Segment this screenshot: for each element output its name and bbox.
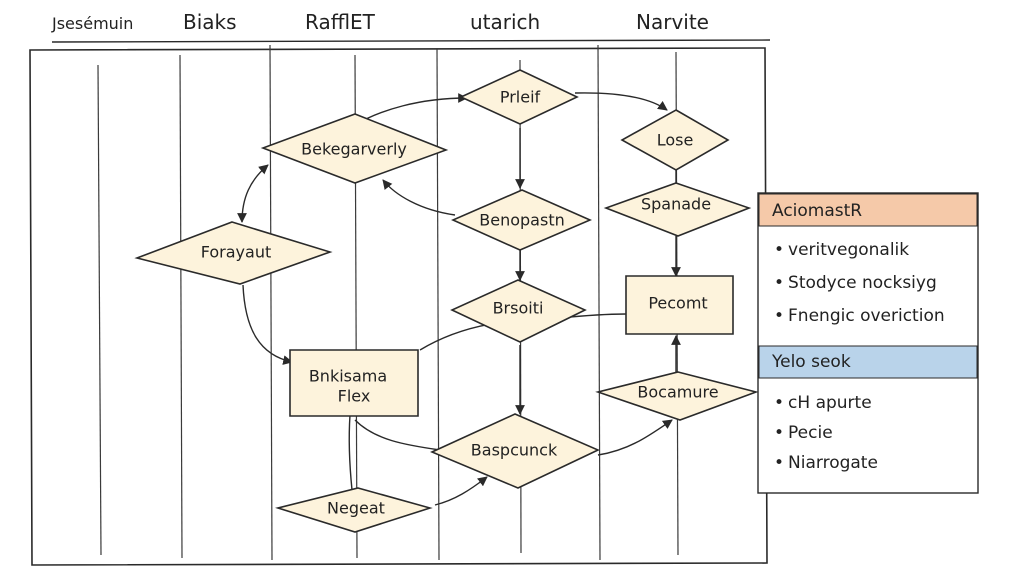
node-spanade-shape[interactable]: [603, 182, 752, 237]
header-line: [51, 39, 771, 43]
node-bekegarverly-shape[interactable]: [260, 113, 449, 184]
node-negeat-label: Negeat: [327, 498, 385, 518]
node-pecomt-shape[interactable]: [625, 275, 734, 335]
node-baspcunck-shape[interactable]: [430, 413, 600, 489]
node-shapes: [134, 69, 759, 533]
diagram-frame: [29, 47, 768, 566]
node-bekisama-label-2: Flex: [337, 386, 371, 406]
node-lose-label: Lose: [656, 130, 694, 150]
node-baspcunck-label: Baspcunck: [470, 440, 558, 460]
node-pecomt-label: Pecomt: [648, 293, 708, 313]
legend-item: •cH apurte: [774, 393, 872, 413]
node-forayaut-shape[interactable]: [134, 221, 333, 285]
node-preif-label: Prleif: [499, 87, 541, 107]
legend-item: •Fnengic overiction: [774, 306, 945, 326]
node-bocamure-shape[interactable]: [595, 371, 759, 421]
lane-dividers: [97, 44, 679, 561]
node-bekisama-label-1: Bnkisama: [308, 366, 388, 386]
node-brsoiti-shape[interactable]: [450, 279, 587, 343]
node-lose-shape[interactable]: [620, 109, 730, 171]
lane-label-4: utarich: [470, 10, 541, 34]
node-benopastn-label: Benopastn: [479, 210, 565, 230]
node-spanade-label: Spanade: [640, 194, 712, 214]
legend-section1-title: AciomastR: [772, 201, 863, 221]
legend-section2-title: Yelo seok: [772, 352, 851, 372]
node-preif-shape[interactable]: [459, 69, 579, 125]
lane-label-5: Narvite: [636, 10, 709, 34]
legend-section2-header: [758, 345, 978, 379]
node-brsoiti-label: Brsoiti: [492, 298, 544, 318]
node-benopastn-shape[interactable]: [451, 189, 593, 251]
node-forayaut-label: Forayaut: [200, 242, 272, 262]
legend-item: •veritvegonalik: [774, 240, 910, 260]
node-bekegarverly-label: Bekegarverly: [301, 139, 407, 159]
legend-item: •Pecie: [774, 423, 833, 443]
legend-box: [757, 192, 979, 494]
legend-item: •Niarrogate: [774, 453, 878, 473]
legend-section1-header: [758, 193, 978, 227]
node-negeat-shape[interactable]: [275, 487, 433, 533]
lane-label-3: RafflET: [305, 10, 375, 34]
lane-label-2: Biaks: [183, 10, 237, 34]
node-bocamure-label: Bocamure: [637, 382, 719, 402]
lane-label-1: Jsesémuin: [52, 14, 134, 33]
legend-item: •Stodyce nocksiyg: [774, 273, 937, 293]
node-bekisama-shape[interactable]: [289, 349, 419, 417]
